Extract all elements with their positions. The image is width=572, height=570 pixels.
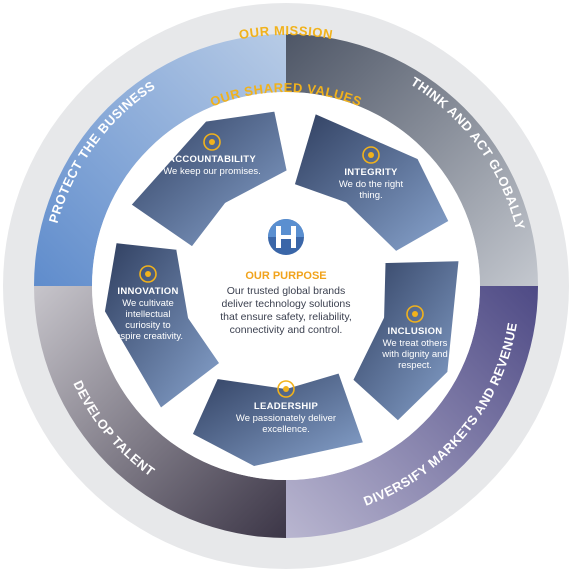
three-stars-icon <box>277 380 295 398</box>
value-desc-leadership-1: We passionately deliver <box>236 413 336 424</box>
value-title-integrity: INTEGRITY <box>344 167 398 178</box>
value-shapes <box>98 105 465 473</box>
mission-quadrant-protect <box>34 34 286 286</box>
value-desc-integrity-2: thing. <box>359 190 382 201</box>
value-desc-inclusion-1: We treat others <box>383 338 448 349</box>
purpose-line-2: deliver technology solutions <box>222 298 351 310</box>
company-logo <box>268 219 304 255</box>
value-title-leadership: LEADERSHIP <box>254 401 319 412</box>
award-star-icon <box>406 305 424 323</box>
value-desc-innovation-4: inspire creativity. <box>113 331 183 342</box>
mission-quadrant-think <box>286 34 538 286</box>
mission-quadrant-diversify <box>286 286 538 538</box>
value-shape-innovation <box>98 236 227 415</box>
checklist-icon <box>203 133 221 151</box>
value-desc-innovation-1: We cultivate <box>122 298 174 309</box>
value-title-innovation: INNOVATION <box>117 286 178 297</box>
purpose-line-4: connectivity and control. <box>230 324 343 336</box>
lightbulb-icon <box>139 265 157 283</box>
value-title-accountability: ACCOUNTABILITY <box>168 154 256 165</box>
value-desc-innovation-2: intellectual <box>126 309 171 320</box>
purpose-title: OUR PURPOSE <box>245 270 326 282</box>
mission-quadrant-develop <box>34 286 286 538</box>
purpose-line-1: Our trusted global brands <box>227 285 345 297</box>
purpose-circle <box>194 194 378 378</box>
value-desc-leadership-2: excellence. <box>262 424 310 435</box>
mission-title: OUR MISSION <box>238 23 334 42</box>
value-shape-accountability <box>124 105 293 254</box>
value-desc-inclusion-2: with dignity and <box>381 349 447 360</box>
value-shape-integrity <box>288 107 456 258</box>
value-desc-inclusion-3: respect. <box>398 360 432 371</box>
handshake-icon <box>362 146 380 164</box>
value-desc-integrity-1: We do the right <box>339 179 404 190</box>
value-desc-accountability-1: We keep our promises. <box>163 166 261 177</box>
value-shape-inclusion <box>346 255 465 428</box>
value-title-inclusion: INCLUSION <box>388 326 443 337</box>
purpose-line-3: that ensure safety, reliability, <box>220 311 352 323</box>
value-desc-innovation-3: curiosity to <box>125 320 170 331</box>
